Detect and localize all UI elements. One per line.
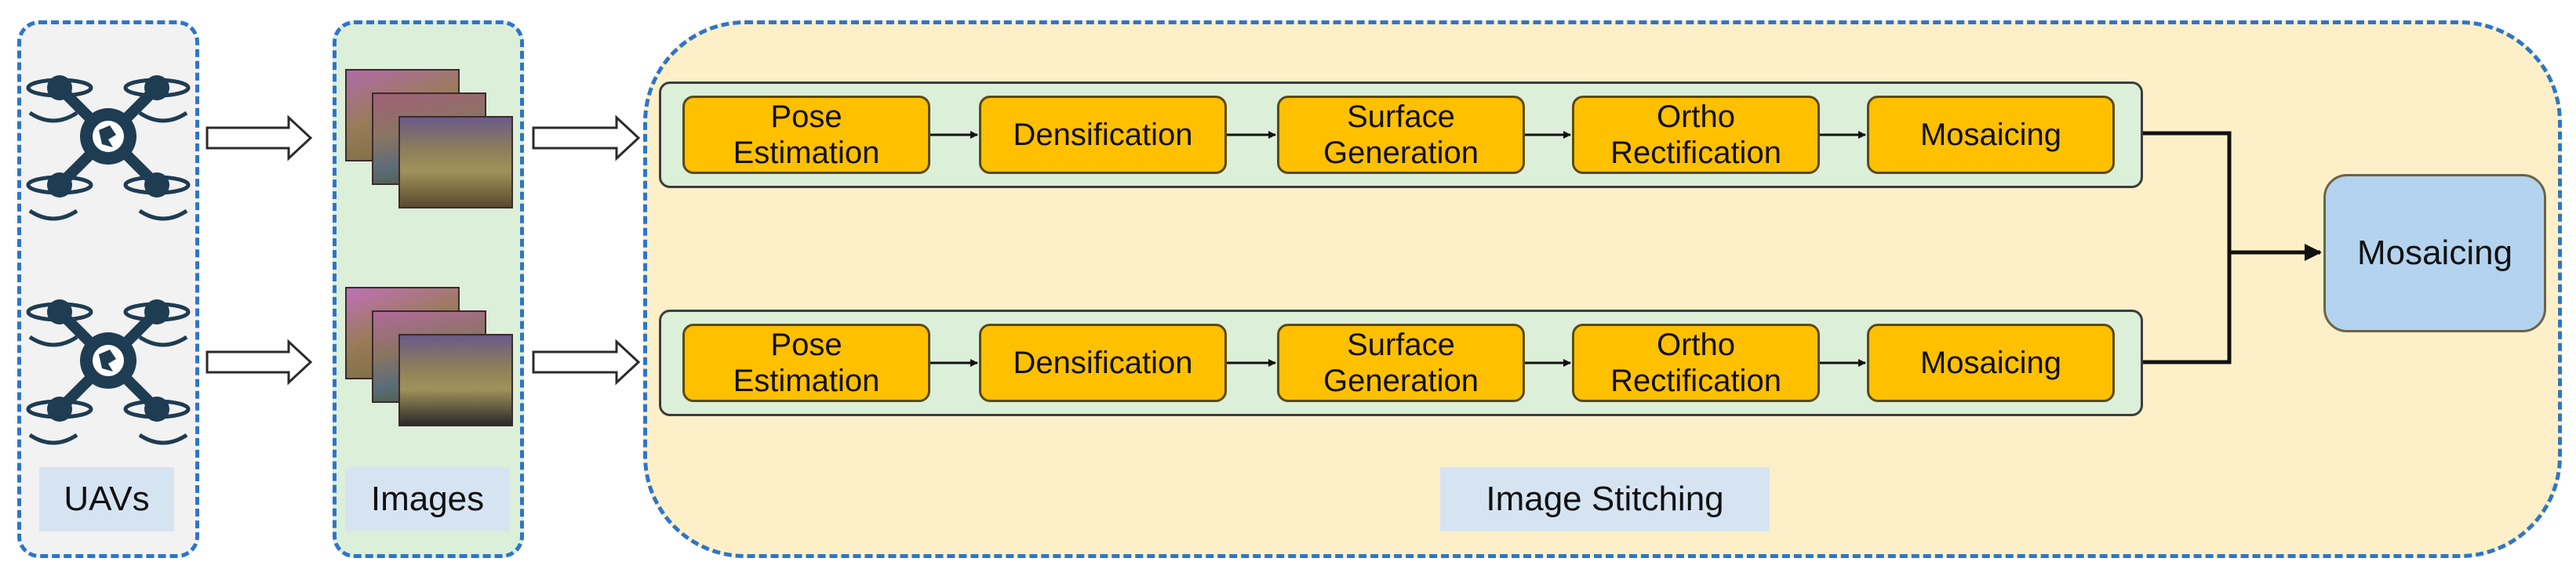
hollow-arrow-icon bbox=[206, 114, 313, 161]
ortho-rectification-step: Ortho Rectification bbox=[1572, 324, 1820, 402]
uavs-label: UAVs bbox=[39, 467, 174, 531]
densification-step: Densification bbox=[979, 324, 1227, 402]
densification-step: Densification bbox=[979, 96, 1227, 174]
mosaicing-step: Mosaicing bbox=[1867, 96, 2115, 174]
surface-generation-step: Surface Generation bbox=[1277, 324, 1525, 402]
mosaicing-step: Mosaicing bbox=[1867, 324, 2115, 402]
pose-estimation-step: Pose Estimation bbox=[682, 324, 930, 402]
hollow-arrow-icon bbox=[206, 339, 313, 386]
images-label: Images bbox=[345, 467, 510, 531]
merge-connector bbox=[2143, 131, 2232, 364]
hollow-arrow-icon bbox=[532, 114, 641, 161]
surface-generation-step: Surface Generation bbox=[1277, 96, 1525, 174]
hollow-arrow-icon bbox=[532, 339, 641, 386]
pose-estimation-step: Pose Estimation bbox=[682, 96, 930, 174]
ortho-rectification-step: Ortho Rectification bbox=[1572, 96, 1820, 174]
image-stitching-label: Image Stitching bbox=[1440, 467, 1770, 531]
final-mosaicing-step: Mosaicing bbox=[2323, 174, 2546, 332]
